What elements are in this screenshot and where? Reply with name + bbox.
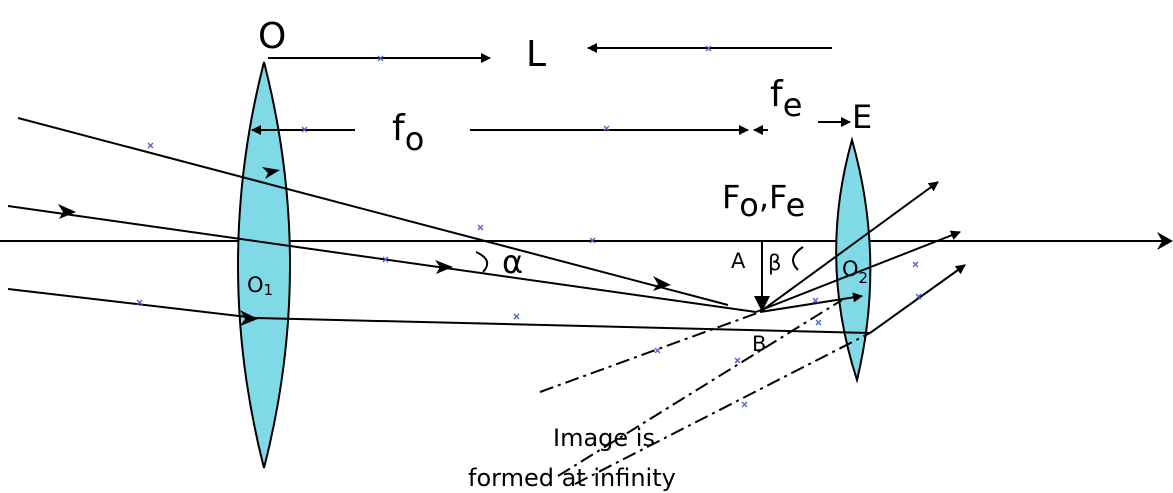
- ray-arrow-5: [240, 310, 258, 326]
- emergent-rays: [755, 181, 966, 334]
- marker: [382, 256, 389, 263]
- angle-beta-arc: [792, 246, 804, 271]
- ray-arrow-3: [435, 260, 453, 274]
- incident-rays: [7, 117, 871, 334]
- marker: [513, 313, 520, 320]
- angle-beta-label: β: [768, 251, 781, 275]
- tube-length-label: L: [526, 34, 546, 75]
- virtual-extension-3: [574, 332, 871, 485]
- ray-markers: [136, 45, 922, 408]
- ray-b-to-eyepiece: [759, 292, 863, 313]
- caption-line-2: formed at infinity: [468, 464, 676, 492]
- marker: [705, 45, 712, 52]
- ray-arrow-1: [262, 167, 280, 179]
- angle-alpha-label: α: [502, 243, 523, 281]
- caption-line-1: Image is: [553, 424, 655, 452]
- marker: [915, 293, 922, 300]
- objective-center-label: O1: [247, 273, 273, 299]
- ray-arrows: [58, 167, 671, 326]
- ray-arrow-2: [58, 204, 76, 219]
- marker: [741, 401, 748, 408]
- virtual-extension-2: [557, 299, 843, 477]
- principal-axis-arrowhead: [1157, 232, 1173, 250]
- incident-ray-middle: [7, 205, 757, 313]
- image-point-b-label: B: [752, 332, 766, 356]
- focal-points-label: Fo,Fe: [722, 178, 805, 224]
- emergent-ray-3: [755, 230, 961, 313]
- marker: [301, 126, 308, 133]
- objective-focal-length-label: fo: [392, 108, 424, 158]
- marker: [812, 297, 819, 304]
- marker: [477, 224, 484, 231]
- incident-ray-lower: [7, 288, 257, 319]
- virtual-ray-extensions: [539, 299, 871, 485]
- ray-arrow-4: [653, 276, 671, 291]
- objective-lens-label: O: [258, 16, 286, 57]
- marker: [912, 261, 919, 268]
- marker: [147, 142, 154, 149]
- ray-through-focus: [255, 317, 871, 334]
- marker: [815, 319, 822, 326]
- marker: [603, 125, 610, 132]
- marker: [734, 357, 741, 364]
- image-point-a-label: A: [731, 249, 746, 273]
- marker: [136, 299, 143, 306]
- eyepiece-lens: [835, 136, 872, 384]
- angle-alpha-arc: [475, 251, 489, 273]
- objective-lens: [237, 61, 291, 469]
- eyepiece-focal-length-label: fe: [770, 74, 802, 124]
- marker: [654, 347, 661, 354]
- marker: [377, 55, 384, 62]
- eyepiece-center-label: O2: [842, 257, 868, 287]
- eyepiece-lens-label: E: [852, 98, 872, 136]
- emergent-ray-2: [869, 264, 966, 334]
- incident-ray-top: [17, 117, 729, 306]
- marker: [589, 237, 596, 244]
- intermediate-image-arrowhead: [754, 296, 770, 312]
- virtual-extension-1: [539, 311, 761, 393]
- emergent-ray-1: [759, 181, 939, 313]
